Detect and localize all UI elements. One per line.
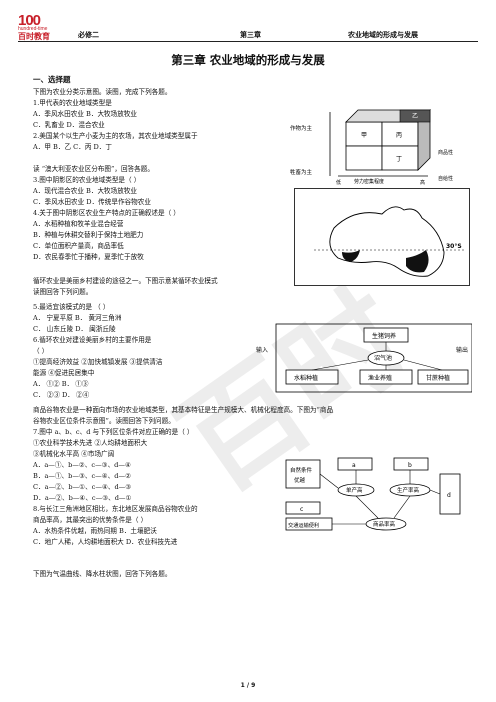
fig3-output: 输出 (456, 347, 469, 354)
fig1-cell-ding: 丁 (396, 156, 402, 163)
text-line: 2.美国某个以生产小麦为主的农场，其农业地域类型属于 (33, 132, 198, 140)
fig4-commodity: 商品率高 (373, 520, 396, 528)
fig3-fishery: 渔业养殖 (368, 374, 392, 382)
fig1-cell-jia: 甲 (361, 132, 367, 139)
text-line: ①农业科学技术先进 ②人均耕地面积大 (33, 439, 148, 447)
text-line: 5.最适宜该模式的是 （ ） (33, 303, 110, 311)
agri-classification-diagram: 作物为主 牲畜为主 甲 乙 丙 丁 劳力密集程度 商品性 自给性 低 高 (290, 109, 453, 186)
text-line: A．甲 B．乙 C．丙 D．丁 (33, 143, 112, 151)
fig4-natural2: 优越 (294, 476, 306, 484)
fig1-left-axis: 牲畜为主 (290, 168, 313, 176)
header-chapter: 第三章 (240, 31, 261, 39)
fig1-self-label: 自给性 (438, 175, 453, 182)
logo-mark: 100 (18, 12, 41, 29)
page-title: 第三章 农业地域的形成与发展 (171, 53, 325, 67)
text-line: 7.图中 a、b、c、d 与下列区位条件对应正确的是（ ） (33, 428, 194, 436)
text-line: 能源 ④促进民居集中 (33, 369, 95, 377)
fig4-transport: 交通运输便利 (288, 521, 319, 529)
header-topic: 农业地域的形成与发展 (348, 31, 418, 39)
grain-farming-diagram: 自然条件 优越 a b d 单产高 生产率高 c 交通运输便利 商品率高 (285, 457, 461, 531)
fig3-input: 输入 (256, 347, 269, 354)
text-line: 3.图中阴影区的农业地域类型是（ ） (33, 176, 141, 184)
text-line: C． ②③ D． ②④ (33, 391, 90, 399)
logo: 100 hundred-time 百时教育 (18, 12, 72, 42)
fig4-productivity: 生产率高 (397, 486, 420, 494)
text-line: 8.与长江三角洲地区相比，东北地区发展商品谷物农业的 (33, 505, 198, 513)
text-line: C．季风水田农业 D．传统旱作谷物农业 (33, 198, 151, 206)
fig4-c: c (300, 506, 303, 513)
fig4-yield: 单产高 (346, 486, 363, 494)
text-line: C．单位面积产量高，商品率低 (33, 242, 124, 250)
text-line: B．种植与休耕交替利于保持土地肥力 (33, 231, 144, 239)
page-header: 100 hundred-time 百时教育 必修二 第三章 农业地域的形成与发展 (18, 12, 478, 42)
text-line: 商品谷物农业是一种面向市场的农业地域类型，其基本特征是生产规模大、机械化程度高。… (33, 406, 334, 414)
text-line: 商品率高，其最突出的优势条件是（ ） (33, 516, 148, 524)
text-line: 读 “澳大利亚农业区分布图”，回答各题。 (33, 165, 154, 173)
page-number: 1 / 9 (240, 682, 256, 689)
text-line: 下图为气温曲线、降水柱状图，回答下列各题。 (33, 570, 172, 578)
text-line: A．a—①、b—②、c—③、d—④ (33, 461, 131, 469)
section-heading: 一、选择题 (33, 75, 71, 84)
circular-agriculture-diagram: 生猪饲养 沼气池 水稻种植 渔业养殖 甘蔗种植 (275, 323, 472, 393)
header-divider (18, 41, 478, 42)
fig3-rice: 水稻种植 (294, 374, 318, 382)
text-line: （ ） (33, 347, 49, 355)
text-line: 读图回答下列问题。 (33, 288, 93, 296)
text-line: ①提高经济效益 ②加快城镇发展 ③提供清洁 (33, 358, 163, 366)
text-line: D．a—②、b—④、c—③、d—① (33, 494, 132, 502)
fig1-cell-bing: 丙 (396, 132, 402, 139)
logo-cn: 百时教育 (18, 32, 50, 41)
text-line: A． ①② B． ①③ (33, 380, 89, 388)
text-line: B．a—①、b—③、c—④、d—② (33, 472, 131, 480)
text-line: ③机械化水平高 ④市场广阔 (33, 450, 115, 458)
fig4-b: b (408, 462, 412, 469)
fig1-bottom-label: 劳力密集程度 (354, 178, 384, 185)
text-line: 4.关于图中阴影区农业生产特点的正确叙述是（ ） (33, 209, 180, 217)
header-course: 必修二 (78, 31, 99, 39)
text-line: 谷物农业区位条件示意图”。读图回答下列问题。 (33, 417, 175, 425)
text-line: 循环农业是美丽乡村建设的途径之一。下图示意某循环农业模式 (33, 277, 218, 285)
text-line: C．a—②、b—①、c—④、d—③ (33, 483, 132, 491)
fig1-right-label: 商品性 (438, 149, 453, 156)
text-line: A．水热条件优越，雨热同期 B．土壤肥沃 (33, 527, 157, 535)
logo-en: hundred-time (18, 26, 48, 32)
fig3-biogas: 沼气池 (374, 354, 392, 362)
text-line: A．水稻种植和牧羊业混合经营 (33, 220, 124, 228)
australia-map: 30°S (294, 188, 470, 286)
text-line: A．季风水田农业 B．大牧场放牧业 (33, 110, 138, 118)
fig1-cell-yi: 乙 (412, 113, 418, 120)
fig1-top-axis: 作物为主 (290, 124, 313, 132)
text-line: C．地广人稀，人均耕地面积大 D．农业科技先进 (33, 538, 178, 546)
fig4-natural: 自然条件 (290, 466, 313, 474)
fig1-high: 高 (420, 179, 425, 186)
fig4-d: d (447, 492, 451, 499)
text-line: 6.循环农业对建设美丽乡村的主要作用是 (33, 336, 152, 344)
latitude-label: 30°S (446, 243, 462, 250)
fig3-sugarcane: 甘蔗种植 (426, 374, 450, 382)
text-line: C． 山东丘陵 D． 闽浙丘陵 (33, 325, 116, 333)
text-line: 下图为农业分类示意图。读图，完成下列各题。 (33, 88, 172, 96)
fig1-low: 低 (336, 179, 341, 186)
text-line: D．农民春季忙于播种，夏季忙于放牧 (33, 253, 144, 261)
text-line: 1.甲代表的农业地域类型是 (33, 99, 112, 107)
text-line: C．乳畜业 D．混合农业 (33, 121, 105, 129)
text-line: A．现代混合农业 B．大牧场放牧业 (33, 187, 138, 195)
fig4-a: a (352, 462, 356, 469)
text-line: A． 宁夏平原 B． 黄河三角洲 (33, 314, 122, 322)
fig3-pig: 生猪饲养 (372, 332, 396, 340)
